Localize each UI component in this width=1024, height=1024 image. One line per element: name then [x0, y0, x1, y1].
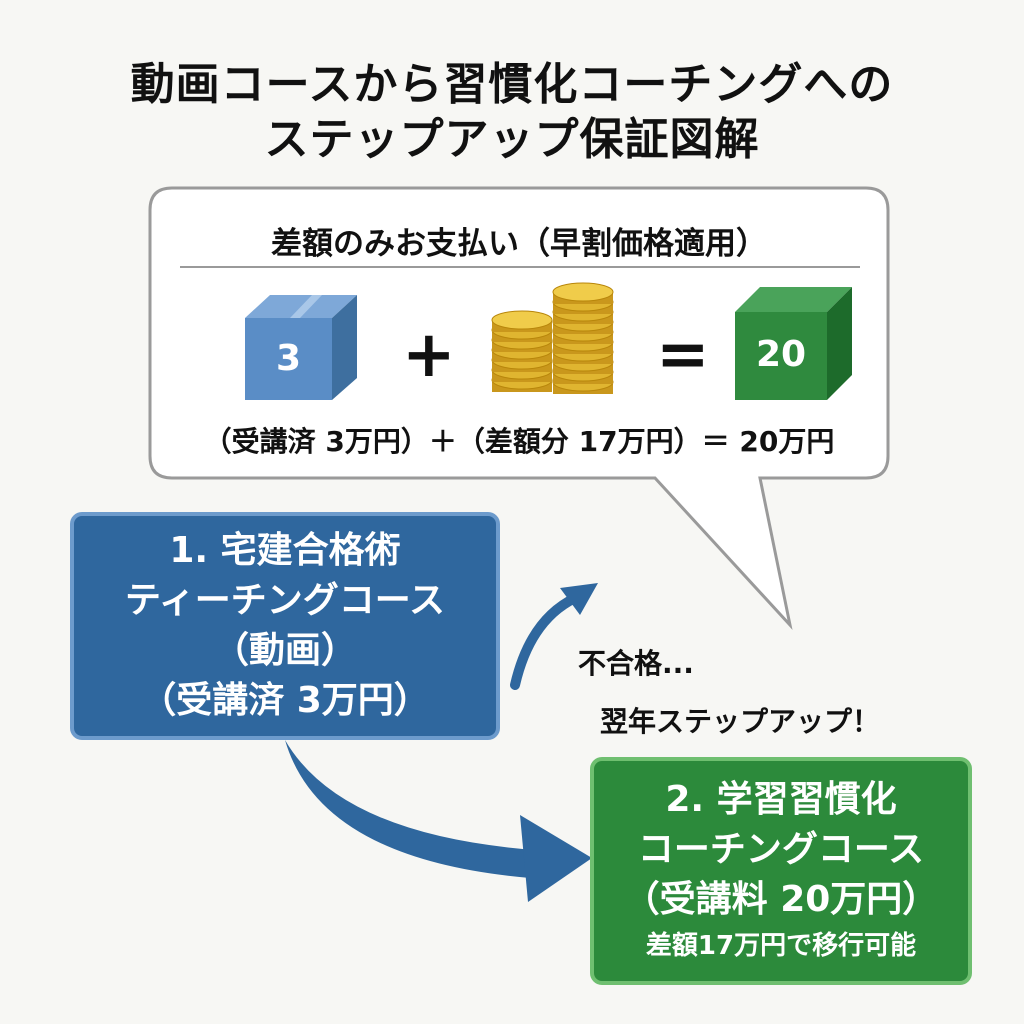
green-cube-icon — [735, 287, 852, 400]
blue-cube-value: 3 — [275, 338, 302, 379]
title-line-2: ステップアップ保証図解 — [264, 114, 760, 165]
bubble-heading: 差額のみお支払い（早割価格適用） — [271, 226, 767, 262]
course1-line4: （受講済 3万円） — [140, 680, 430, 721]
coin — [491, 310, 553, 330]
course1-line3: （動画） — [212, 630, 357, 671]
arrow-to-bubble-icon — [510, 583, 598, 690]
divider — [180, 266, 860, 268]
plus-sign: + — [402, 318, 456, 392]
course2-line3: （受講料 20万円） — [623, 879, 939, 920]
course1-line2: ティーチングコース — [124, 580, 446, 621]
coins-icon — [491, 282, 614, 394]
course1-line1: 1. 宅建合格術 — [169, 530, 401, 571]
green-cube-value: 20 — [755, 334, 807, 375]
course1-box: 1. 宅建合格術 ティーチングコース （動画） （受講済 3万円） — [70, 512, 500, 740]
title-line-1: 動画コースから習慣化コーチングへの — [130, 59, 894, 110]
equation-text: （受講済 3万円）＋（差額分 17万円）＝ 20万円 — [203, 425, 835, 458]
course2-line4: 差額17万円で移行可能 — [645, 931, 917, 961]
blue-cube-icon — [245, 295, 357, 400]
step-up-label: 翌年ステップアップ！ — [600, 705, 881, 738]
equals-sign: = — [656, 318, 710, 392]
fail-label: 不合格... — [578, 647, 694, 680]
coin — [552, 282, 614, 302]
course2-box: 2. 学習習慣化 コーチングコース （受講料 20万円） 差額17万円で移行可能 — [590, 757, 972, 985]
arrow-to-course2-icon — [285, 740, 592, 902]
course2-line2: コーチングコース — [637, 829, 925, 870]
course2-line1: 2. 学習習慣化 — [665, 779, 897, 820]
